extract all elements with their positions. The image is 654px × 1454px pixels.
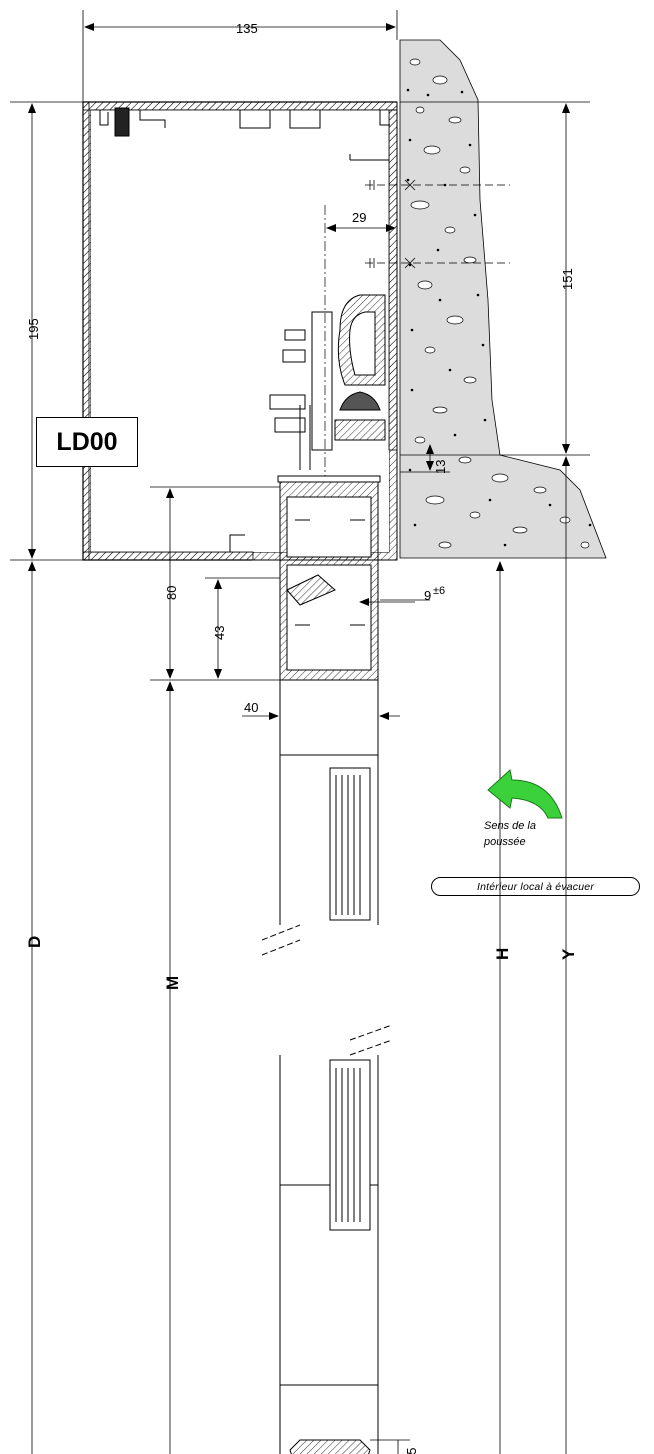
hinge-mechanism: [269, 205, 386, 480]
dimension-lines: [10, 10, 590, 1454]
dim-offset-29: 29: [352, 210, 366, 225]
dim-wall-height: 151: [560, 268, 575, 290]
dim-D: D: [25, 936, 44, 948]
dim-leaf-thickness: 40: [244, 700, 258, 715]
model-label: LD00: [36, 417, 138, 467]
wall-anchors: [365, 179, 510, 269]
push-direction-label-line1: Sens de la: [484, 820, 536, 832]
push-direction-label-line2: poussée: [484, 836, 526, 848]
dim-profile-80: 80: [164, 586, 179, 600]
leaf-top-profile: [277, 475, 381, 681]
dim-frame-width: 135: [236, 21, 258, 36]
dim-clearance: 9: [424, 588, 431, 603]
dim-profile-43: 43: [212, 626, 227, 640]
dim-H: H: [493, 948, 512, 960]
dim-floor-gap: 15: [404, 1448, 419, 1454]
concrete-wall: [399, 39, 607, 559]
concrete-dots: [406, 88, 592, 547]
dim-Y: Y: [559, 948, 578, 960]
push-direction-arrow-icon: [487, 769, 563, 819]
door-leaf: [261, 680, 393, 1454]
concrete-aggregate: [409, 58, 590, 549]
dim-M: M: [163, 976, 182, 990]
dim-frame-height: 195: [26, 318, 41, 340]
dim-clearance-tolerance: ±6: [433, 585, 445, 597]
interior-label: Intérieur local à évacuer: [431, 877, 640, 896]
dim-gap-13: 13: [433, 460, 448, 474]
